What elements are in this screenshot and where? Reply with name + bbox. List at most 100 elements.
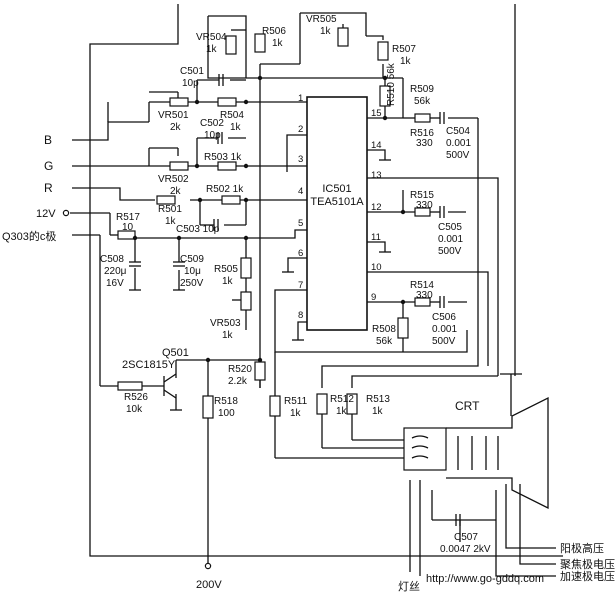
ic-pin-15: 15 bbox=[371, 108, 382, 119]
r511-value: 1k bbox=[290, 408, 302, 419]
c506-ref: C506 bbox=[432, 312, 456, 323]
wiring bbox=[70, 12, 556, 577]
c502-ref: C502 bbox=[200, 118, 224, 129]
c505-ref: C505 bbox=[438, 222, 462, 233]
ic-pin-5: 5 bbox=[298, 218, 303, 229]
c504-voltage: 500V bbox=[446, 150, 470, 161]
c504-value: 0.001 bbox=[446, 138, 471, 149]
r506-value: 1k bbox=[272, 38, 284, 49]
r518-value: 100 bbox=[218, 408, 235, 419]
r508-value: 56k bbox=[376, 336, 393, 347]
r515-ref: R515 bbox=[410, 190, 434, 201]
ic-pin-6: 6 bbox=[298, 248, 303, 259]
crt-tube bbox=[403, 373, 549, 510]
ic-pin-1: 1 bbox=[298, 93, 303, 104]
c509-ref: C509 bbox=[180, 254, 204, 265]
vr504-ref: VR504 bbox=[196, 32, 227, 43]
c501-value: 10p bbox=[182, 78, 199, 89]
ic-part: TEA5101A bbox=[310, 196, 364, 208]
c504-ref: C504 bbox=[446, 126, 470, 137]
r508-ref: R508 bbox=[372, 324, 396, 335]
input-q303-label: Q303的c极 bbox=[2, 229, 56, 243]
r512-value: 1k bbox=[336, 406, 348, 417]
r506-ref: R506 bbox=[262, 26, 286, 37]
vr502-ref: VR502 bbox=[158, 174, 189, 185]
r509-value: 56k bbox=[414, 96, 431, 107]
r515-value: 330 bbox=[416, 200, 433, 211]
r526-value: 10k bbox=[126, 404, 143, 415]
c509-voltage: 250V bbox=[180, 278, 204, 289]
heater-label: 灯丝 bbox=[398, 580, 420, 593]
r504-ref: R504 bbox=[220, 110, 244, 121]
r501-ref: R501 bbox=[158, 204, 182, 215]
input-12v-label: 12V bbox=[36, 208, 56, 220]
component-labels: VR504 1k R506 1k VR505 1k R507 1k C501 1… bbox=[100, 14, 491, 555]
focus-voltage-label: 聚焦极电压 bbox=[560, 557, 615, 571]
r518-ref: R518 bbox=[214, 396, 238, 407]
r520-value: 2.2k bbox=[228, 376, 248, 387]
r520-ref: R520 bbox=[228, 364, 252, 375]
ic-pin-13: 13 bbox=[371, 170, 382, 181]
r514-ref: R514 bbox=[410, 280, 434, 291]
r504-value: 1k bbox=[230, 122, 242, 133]
r517-value: 10 bbox=[122, 222, 134, 233]
r501-value: 1k bbox=[165, 216, 177, 227]
r502-ref: R502 1k bbox=[206, 184, 244, 195]
c507-value: 0.0047 2kV bbox=[440, 544, 491, 555]
ic-pin-2: 2 bbox=[298, 124, 303, 135]
ic-pin-3: 3 bbox=[298, 154, 303, 165]
c506-voltage: 500V bbox=[432, 336, 456, 347]
r507-value: 1k bbox=[400, 56, 412, 67]
r514-value: 330 bbox=[416, 290, 433, 301]
c509-value: 10μ bbox=[184, 266, 201, 277]
ic-ref: IC501 bbox=[322, 183, 351, 195]
vr503-ref: VR503 bbox=[210, 318, 241, 329]
c507-ref: C507 bbox=[454, 532, 478, 543]
ic-pin-7: 7 bbox=[298, 280, 303, 291]
c508-value: 220μ bbox=[104, 266, 127, 277]
ic-pin-11: 11 bbox=[371, 232, 381, 243]
r507-ref: R507 bbox=[392, 44, 416, 55]
crt-label: CRT bbox=[455, 399, 480, 413]
junctions bbox=[62, 75, 406, 570]
ic-pin-8: 8 bbox=[298, 310, 303, 321]
input-r-label: R bbox=[44, 181, 53, 195]
r511-ref: R511 bbox=[284, 396, 308, 407]
components bbox=[117, 27, 461, 526]
r513-value: 1k bbox=[372, 406, 384, 417]
c508-ref: C508 bbox=[100, 254, 124, 265]
c508-voltage: 16V bbox=[106, 278, 124, 289]
vr502-value: 2k bbox=[170, 186, 182, 197]
vr505-value: 1k bbox=[320, 26, 332, 37]
vr504-value: 1k bbox=[206, 44, 218, 55]
ic-pin-14: 14 bbox=[371, 140, 382, 151]
q501-part: 2SC1815Y bbox=[122, 359, 176, 371]
c502-value: 10p bbox=[204, 130, 221, 141]
input-g-label: G bbox=[44, 159, 53, 173]
watermark: http://www.go-gddq.com bbox=[426, 573, 544, 585]
r513-ref: R513 bbox=[366, 394, 390, 405]
c506-value: 0.001 bbox=[432, 324, 457, 335]
c505-value: 0.001 bbox=[438, 234, 463, 245]
r512-ref: R512 bbox=[330, 394, 354, 405]
accel-voltage-label: 加速极电压 bbox=[560, 569, 615, 583]
vr505-ref: VR505 bbox=[306, 14, 337, 25]
ic-pin-12: 12 bbox=[371, 202, 382, 213]
r516-value: 330 bbox=[416, 138, 433, 149]
c501-ref: C501 bbox=[180, 66, 204, 77]
ic-pin-4: 4 bbox=[298, 186, 303, 197]
r505-ref: R505 bbox=[214, 264, 238, 275]
supply-200v-label: 200V bbox=[196, 579, 222, 591]
vr503-value: 1k bbox=[222, 330, 234, 341]
r526-ref: R526 bbox=[124, 392, 148, 403]
chassis-frame bbox=[89, 4, 563, 557]
r510-ref: R510 56k bbox=[386, 62, 397, 106]
ic-pin-9: 9 bbox=[371, 292, 376, 303]
ic501: IC501 TEA5101A 1 2 3 4 5 6 7 8 9 10 11 1… bbox=[298, 93, 382, 331]
r517-ref: R517 bbox=[116, 212, 140, 223]
input-b-label: B bbox=[44, 133, 52, 147]
q501-ref: Q501 bbox=[162, 347, 189, 359]
r505-value: 1k bbox=[222, 276, 234, 287]
vr501-value: 2k bbox=[170, 122, 182, 133]
